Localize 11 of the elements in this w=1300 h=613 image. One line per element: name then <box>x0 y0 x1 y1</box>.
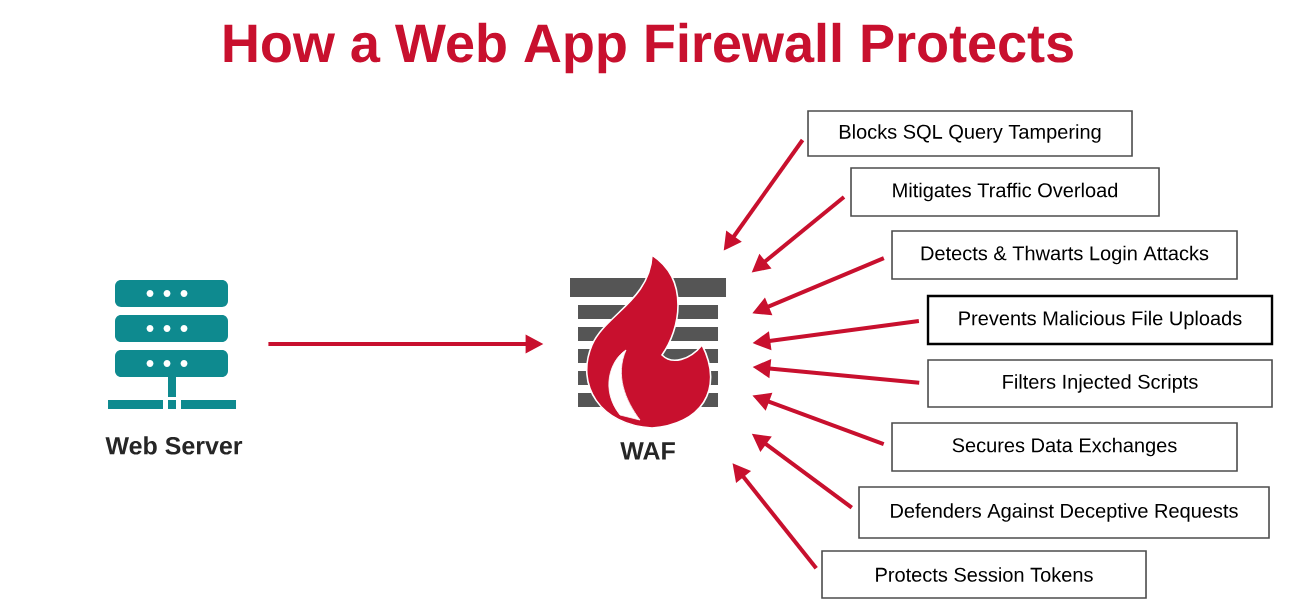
text-box: Secures Data Exchanges <box>891 422 1238 472</box>
text-box: Blocks SQL Query Tampering <box>807 110 1133 157</box>
text-box: Detects & Thwarts Login Attacks <box>891 230 1238 280</box>
text-box: Mitigates Traffic Overload <box>850 167 1160 217</box>
title: How a Web App Firewall Protects <box>224 22 1073 74</box>
icon-label: WAF <box>620 442 675 460</box>
icon-label: Web Server <box>105 436 243 455</box>
text-box: Filters Injected Scripts <box>927 359 1273 408</box>
text-box: Protects Session Tokens <box>821 550 1147 599</box>
text-box: Defenders Against Deceptive Requests <box>858 486 1270 539</box>
text-box: Prevents Malicious File Uploads <box>926 294 1274 346</box>
